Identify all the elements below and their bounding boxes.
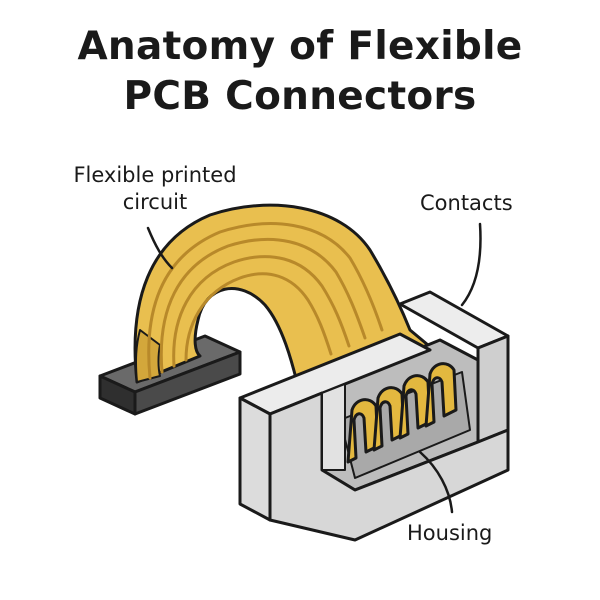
flex-trace-3: [172, 255, 351, 368]
contact-4: [424, 362, 458, 428]
contact-3: [398, 374, 432, 440]
housing-back-front: [476, 334, 510, 444]
flex-trace-2: [159, 237, 367, 374]
label-housing: Housing: [407, 521, 493, 545]
housing-left-front: [238, 396, 272, 522]
label-contacts: Contacts: [420, 191, 513, 215]
leader-lines: [146, 222, 482, 514]
flex-traces: [147, 222, 384, 380]
contact-1: [346, 398, 380, 464]
housing-front-lip: [321, 383, 346, 471]
label-fpc-line-2: circuit: [122, 190, 188, 214]
leader-contacts: [460, 222, 482, 307]
leader-flex-circuit: [146, 226, 174, 270]
contact-2: [372, 386, 406, 452]
label-fpc-line-1: Flexible printed: [73, 163, 237, 187]
flex-trace-1: [147, 222, 384, 380]
title-line-2: PCB Connectors: [123, 74, 477, 119]
title-line-1: Anatomy of Flexible: [77, 24, 523, 69]
leader-housing: [418, 450, 454, 514]
contacts: [346, 362, 458, 464]
flex-circuit-ribbon: [133, 203, 430, 397]
flex-trace-4: [184, 272, 333, 362]
label-flexible-printed-circuit: Flexible printed circuit: [50, 162, 260, 216]
stiffener-side: [133, 350, 242, 416]
page-title: Anatomy of Flexible PCB Connectors: [0, 22, 600, 122]
